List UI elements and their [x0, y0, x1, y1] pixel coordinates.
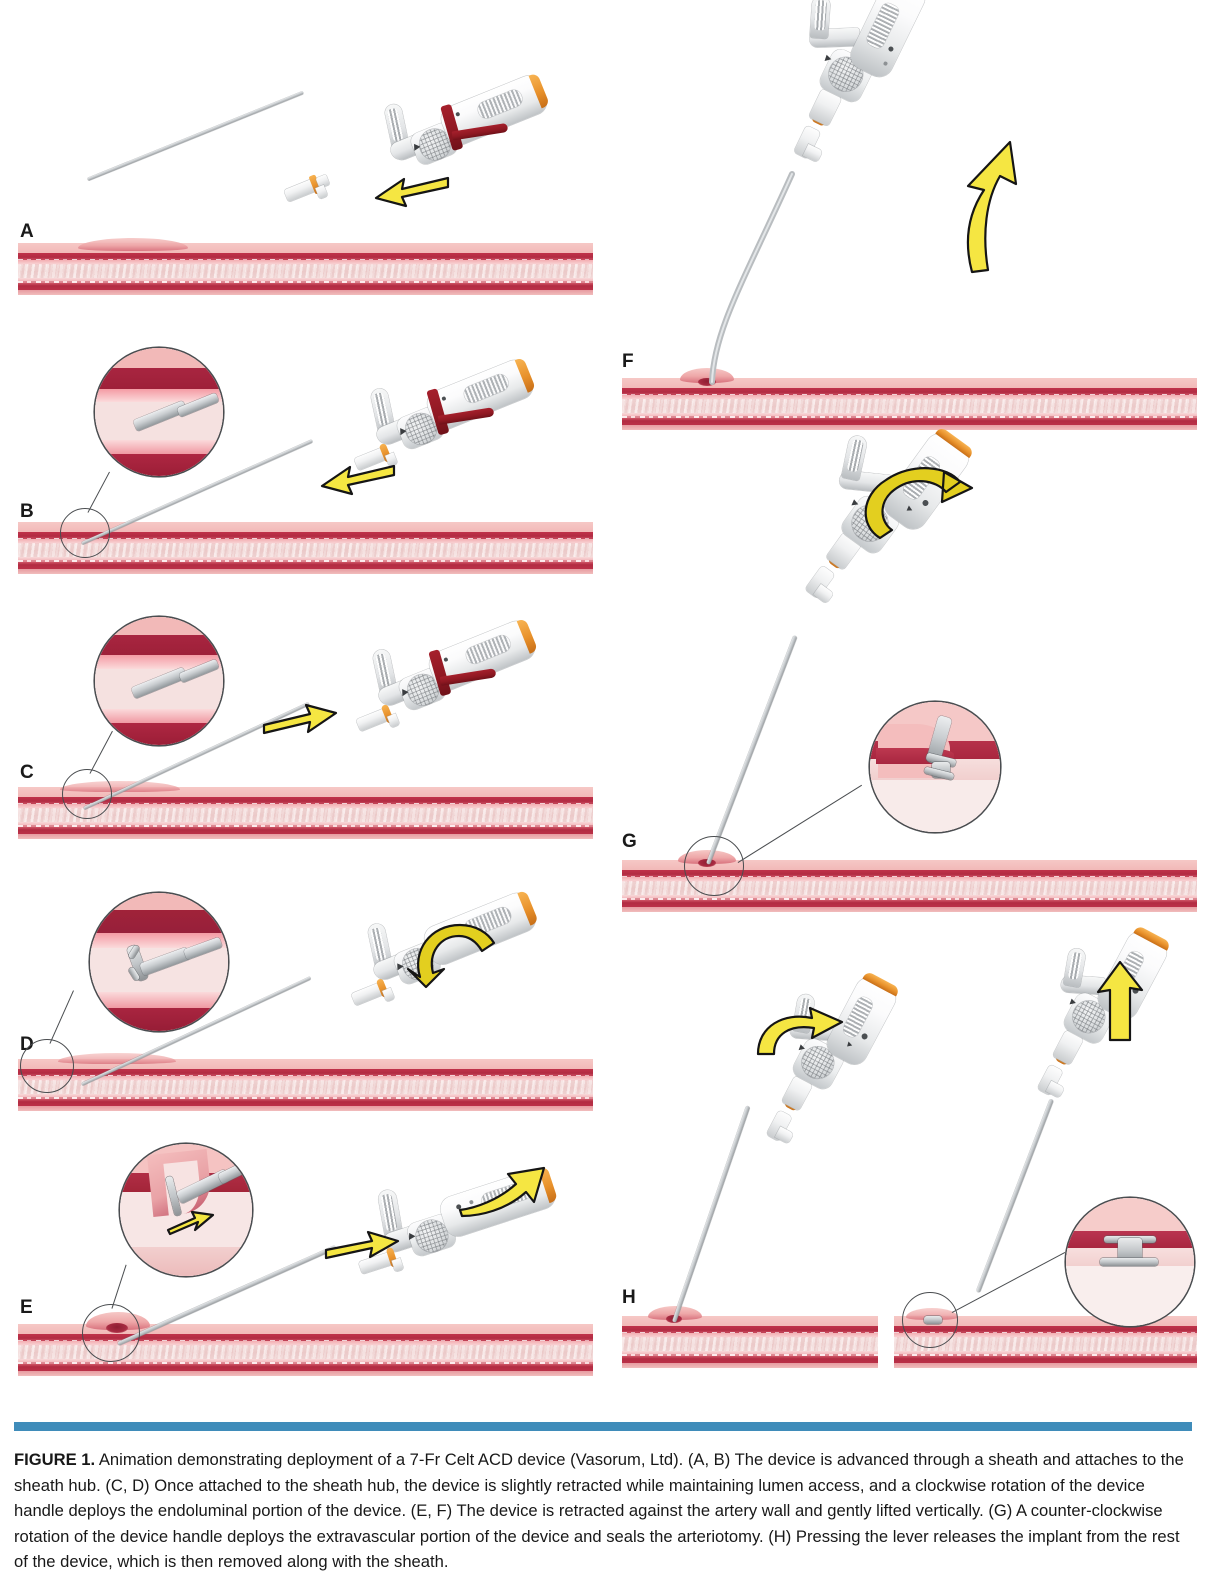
- panel-label-g: G: [622, 831, 638, 852]
- callout-circle-c: [62, 769, 112, 819]
- arrow-lift-e: [458, 1158, 556, 1218]
- figure-number: FIGURE 1.: [14, 1450, 96, 1469]
- puncture-bump-a: [78, 238, 188, 251]
- callout-line-d: [49, 990, 75, 1044]
- arrow-advance-a: [372, 172, 450, 212]
- inset-magnifier-g: [870, 702, 1000, 832]
- panel-c: C: [0, 555, 600, 839]
- device-shaft-f: [709, 171, 795, 385]
- panel-label-f: F: [622, 351, 634, 372]
- device-handle-h-left: [755, 959, 1012, 1216]
- panel-label-e: E: [20, 1297, 33, 1318]
- device-handle-c: [308, 584, 562, 772]
- callout-circle-d: [20, 1039, 74, 1093]
- artery-cross-section-g: [622, 860, 1197, 912]
- inset-magnifier-c: [95, 617, 223, 745]
- panel-d: D: [0, 825, 600, 1120]
- inset-magnifier-e: [120, 1144, 252, 1276]
- artery-cross-section-h-right: [894, 1316, 1197, 1368]
- device-shaft-h-left: [672, 1105, 751, 1323]
- panel-f: F: [606, 0, 1206, 450]
- callout-circle-e: [82, 1304, 140, 1362]
- panel-a: A: [0, 0, 600, 300]
- callout-circle-b: [60, 508, 110, 558]
- figure-caption-text: Animation demonstrating deployment of a …: [14, 1450, 1184, 1572]
- device-handle-g: [789, 413, 1090, 712]
- device-handle-h-right: [1025, 915, 1206, 1172]
- inset-magnifier-h: [1066, 1198, 1194, 1326]
- artery-cross-section-b: [18, 522, 593, 574]
- arrow-apposition-e: [166, 1210, 216, 1238]
- inset-magnifier-b: [95, 348, 223, 476]
- panel-h: H: [606, 924, 1206, 1400]
- puncture-bump-f: [680, 368, 734, 383]
- callout-line-g: [737, 784, 863, 864]
- callout-line-h: [951, 1251, 1066, 1314]
- artery-cross-section-f: [622, 378, 1197, 430]
- panel-label-a: A: [20, 221, 35, 242]
- arrow-rotate-clockwise-d: [404, 911, 504, 989]
- figure-caption: FIGURE 1. Animation demonstrating deploy…: [14, 1447, 1192, 1575]
- artery-cross-section-a: [18, 243, 593, 295]
- callout-line-b: [87, 471, 111, 513]
- panel-g: G: [606, 426, 1206, 930]
- implant-bottom-flange-h: [1100, 1258, 1158, 1266]
- artery-cross-section-h-left: [622, 1316, 878, 1368]
- artery-cross-section-d: [18, 1059, 593, 1111]
- inset-magnifier-d: [90, 893, 228, 1031]
- caption-divider-rule: [14, 1422, 1192, 1431]
- panel-label-c: C: [20, 762, 35, 783]
- sheath-hub-a: [280, 165, 335, 214]
- callout-circle-g: [684, 836, 744, 896]
- artery-cross-section-e: [18, 1324, 593, 1376]
- puncture-bump-d: [58, 1053, 176, 1064]
- panel-label-b: B: [20, 501, 35, 522]
- arrow-retract-c: [258, 697, 340, 739]
- panel-grid: A: [0, 0, 1206, 1405]
- arrow-remove-h: [1094, 960, 1152, 1042]
- device-shaft-g: [706, 635, 798, 865]
- puncture-bump-c: [60, 781, 180, 792]
- artery-cross-section-c: [18, 787, 593, 839]
- panel-e: E: [0, 1120, 600, 1405]
- arrow-press-lever-h: [756, 1006, 860, 1060]
- arrow-retract-e: [324, 1228, 402, 1268]
- arrow-lift-f: [954, 138, 1044, 274]
- panel-label-h: H: [622, 1287, 637, 1308]
- arrow-advance-b: [318, 460, 396, 500]
- arrow-rotate-counterclockwise-g: [856, 464, 974, 544]
- panel-b: B: [0, 300, 600, 574]
- device-shaft-a: [87, 91, 304, 182]
- callout-circle-h: [902, 1292, 958, 1348]
